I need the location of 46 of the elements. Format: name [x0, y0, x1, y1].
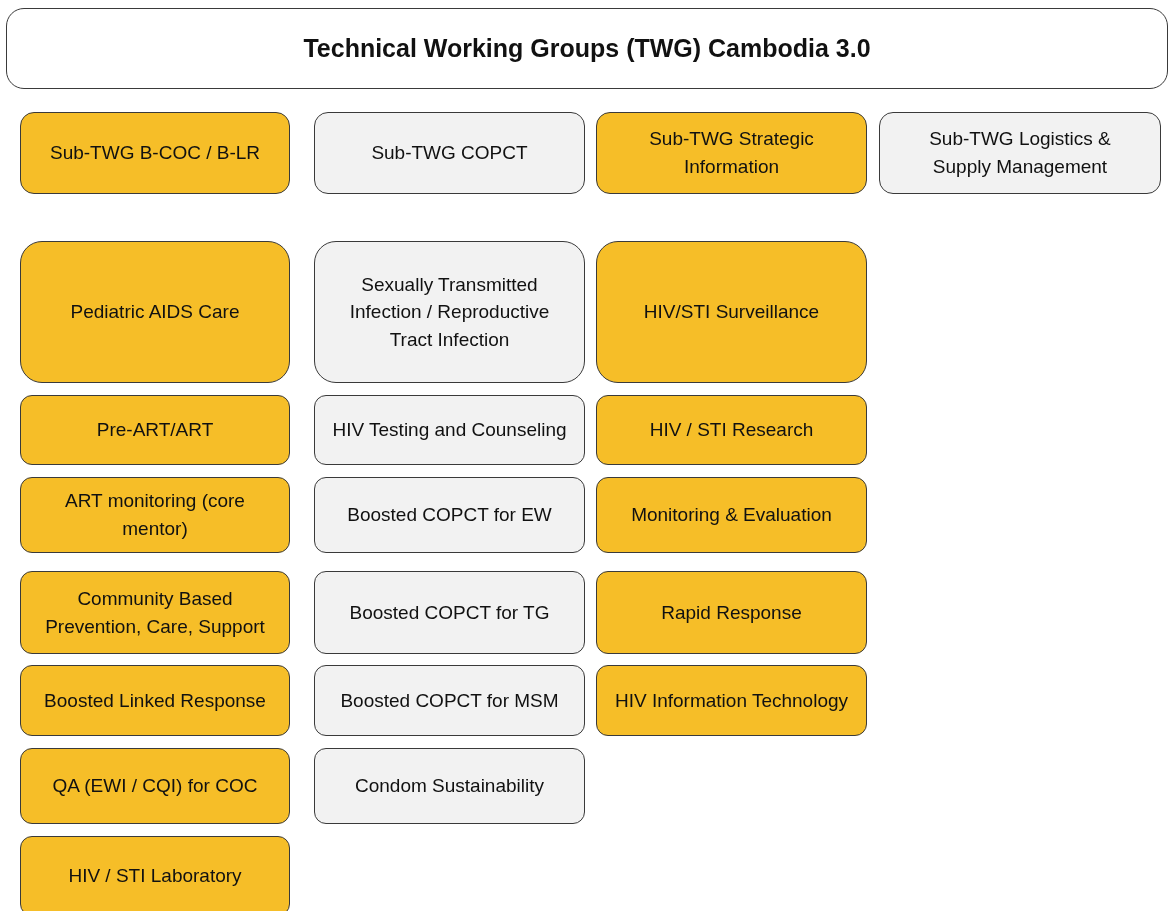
- box-label: HIV/STI Surveillance: [643, 300, 820, 325]
- group-box: [314, 112, 585, 194]
- box-label: Sub-TWG Logistics & Supply Management: [928, 127, 1112, 179]
- box-label: Sub-TWG COPCT: [371, 141, 528, 166]
- box-label: Boosted COPCT for EW: [347, 503, 552, 528]
- box-label: Pre-ART/ART: [96, 418, 214, 443]
- group-box: [879, 112, 1161, 194]
- box-label: ART monitoring (core mentor): [64, 489, 246, 541]
- box-label: HIV Information Technology: [614, 688, 849, 713]
- box-label: Boosted Linked Response: [44, 688, 266, 713]
- box-label: HIV / STI Laboratory: [68, 864, 242, 889]
- topic-box: [314, 571, 585, 654]
- topic-box: [596, 395, 867, 465]
- title-text: Technical Working Groups (TWG) Cambodia 3.0: [303, 33, 871, 65]
- topic-box: [20, 571, 290, 654]
- topic-box: [596, 665, 867, 736]
- group-box: [20, 112, 290, 194]
- topic-box: [20, 241, 290, 383]
- topic-box: [20, 665, 290, 736]
- topic-box: [314, 665, 585, 736]
- box-label: Sub-TWG Strategic Information: [648, 127, 815, 179]
- topic-box: [596, 241, 867, 383]
- topic-box: [20, 477, 290, 553]
- box-label: Monitoring & Evaluation: [631, 503, 832, 528]
- box-label: Rapid Response: [661, 600, 802, 625]
- box-label: HIV Testing and Counseling: [332, 418, 567, 443]
- box-label: HIV / STI Research: [649, 418, 814, 443]
- topic-box: [20, 395, 290, 465]
- box-label: Sub-TWG B-COC / B-LR: [49, 141, 261, 166]
- box-label: Pediatric AIDS Care: [70, 300, 240, 325]
- box-label: QA (EWI / CQI) for COC: [52, 774, 258, 799]
- box-label: Condom Sustainability: [354, 774, 544, 799]
- topic-box: [314, 748, 585, 824]
- topic-box: [314, 395, 585, 465]
- topic-box: [596, 571, 867, 654]
- topic-box: [20, 748, 290, 824]
- title-box: [6, 8, 1168, 89]
- topic-box: [314, 241, 585, 383]
- box-label: Sexually Transmitted Infection / Reproductive Tract Infection: [348, 272, 551, 352]
- box-label: Boosted COPCT for MSM: [340, 688, 559, 713]
- group-box: [596, 112, 867, 194]
- topic-box: [596, 477, 867, 553]
- box-label: Boosted COPCT for TG: [349, 600, 550, 625]
- topic-box: [314, 477, 585, 553]
- box-label: Community Based Prevention, Care, Support: [44, 586, 266, 639]
- topic-box: [20, 836, 290, 911]
